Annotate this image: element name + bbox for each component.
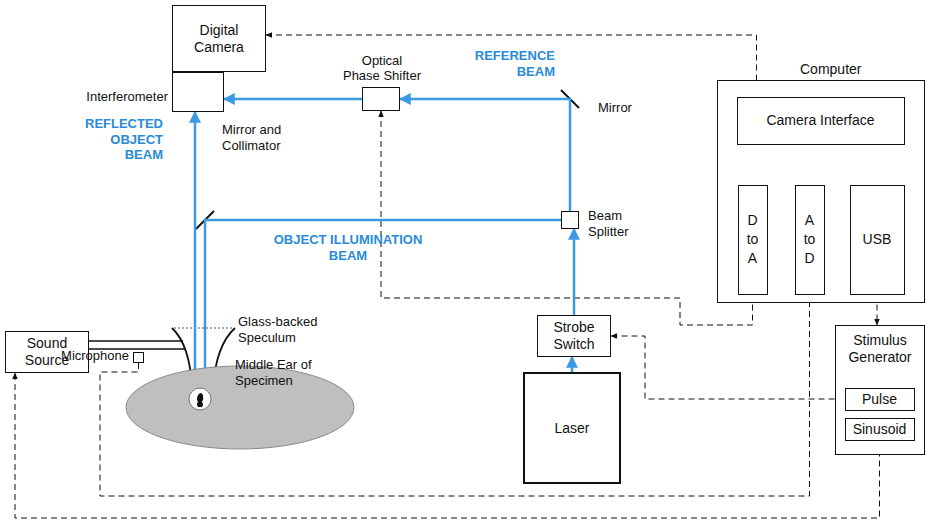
light-beam — [224, 98, 362, 101]
node-text: Interferometer — [86, 89, 168, 105]
specimen-ellipse: Middle Ear of Specimen — [125, 365, 355, 450]
light-beam — [573, 229, 576, 315]
part-label: Mirror — [598, 100, 658, 116]
strobe-switch-box: Strobe Switch — [537, 315, 611, 357]
node-text: Digital Camera — [173, 22, 265, 56]
node-text: Laser — [554, 420, 589, 437]
microphone: Microphone — [133, 352, 144, 363]
node-text: Pulse — [862, 391, 897, 408]
signal-line — [266, 35, 757, 97]
sinusoid-box: Sinusoid — [845, 418, 915, 441]
light-beam — [194, 112, 197, 390]
node-text: Camera Interface — [766, 112, 874, 129]
converter-box: A to D — [795, 185, 825, 295]
converter-box: D to A — [738, 185, 768, 295]
node-text: Stimulus Generator — [836, 332, 924, 366]
laser-box: Laser — [523, 372, 621, 484]
node-text: Computer — [800, 61, 861, 78]
node-text: Beam Splitter — [588, 208, 650, 239]
speculum-glass — [174, 328, 233, 329]
sound-tube — [83, 340, 183, 342]
computer-box: ComputerCamera InterfaceD to AA to DUSB — [717, 80, 925, 303]
usb-box: USB — [850, 185, 905, 295]
light-beam — [400, 99, 570, 211]
node-text: A to D — [802, 211, 818, 268]
beam-label: REFLECTED OBJECT BEAM — [78, 116, 163, 163]
beam-splitter: Beam Splitter — [561, 211, 579, 229]
interface-box: Camera Interface — [737, 97, 905, 145]
beam-label: OBJECT ILLUMINATION BEAM — [268, 232, 428, 263]
light-beam — [571, 357, 574, 372]
camera-box: Digital Camera — [172, 5, 266, 72]
node-text: USB — [863, 231, 892, 248]
node-text: Microphone — [61, 348, 129, 364]
light-beam — [205, 220, 561, 390]
node-text: Middle Ear of Specimen — [235, 357, 320, 388]
node-text: D to A — [745, 211, 761, 268]
phase-shifter-box: Optical Phase Shifter — [362, 87, 400, 111]
signal-line — [100, 295, 810, 497]
signal-line — [381, 111, 753, 325]
part-label: Glass-backed Speculum — [238, 314, 328, 345]
interferometer-box: Interferometer — [172, 72, 224, 112]
node-text: Optical Phase Shifter — [342, 53, 422, 84]
pulse-box: Pulse — [845, 388, 915, 411]
stimulus-generator-box: Stimulus GeneratorPulseSinusoid — [835, 325, 925, 455]
node-text: Strobe Switch — [538, 319, 610, 353]
part-label: Mirror and Collimator — [222, 122, 302, 153]
beam-label: REFERENCE BEAM — [455, 48, 555, 79]
node-text: Sinusoid — [853, 421, 907, 438]
